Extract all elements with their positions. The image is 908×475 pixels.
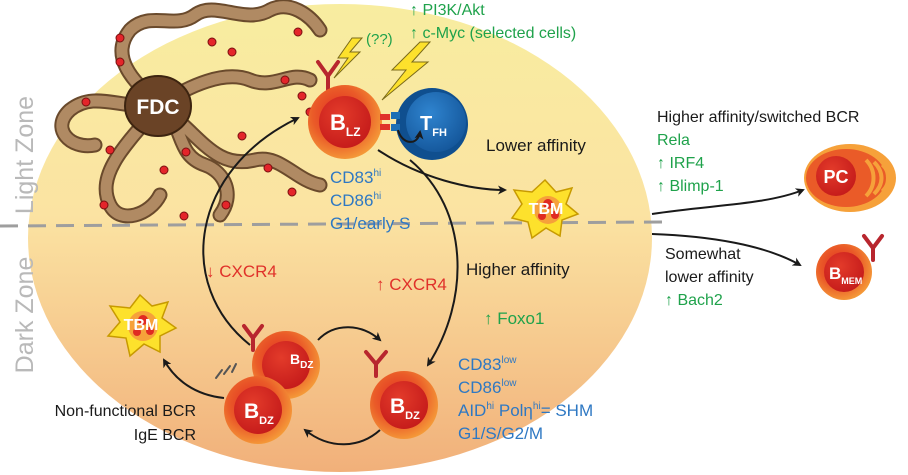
dz-cd83-label: CD83low <box>458 355 517 374</box>
b-dz-front-cell <box>224 376 292 444</box>
dz-to-lz-arrow <box>202 116 300 346</box>
b-dz-right-bcr-icon <box>364 350 388 378</box>
pc-header-label: Higher affinity/switched BCR <box>657 109 859 126</box>
higher-affinity-label: Higher affinity <box>466 260 570 279</box>
mem-header-line2: lower affinity <box>665 269 754 286</box>
dz-aid-label: AIDhi Polηhi= SHM <box>458 401 593 420</box>
question-label: (??) <box>366 31 393 48</box>
tbm-lower-label: TBM <box>124 317 159 334</box>
antigen-dots <box>81 27 315 221</box>
light-zone-label: Light Zone <box>11 96 39 214</box>
cxcr4-down-label: ↓ CXCR4 <box>206 262 277 281</box>
tbm-upper-cell <box>510 178 580 240</box>
fdc-label: FDC <box>136 96 179 119</box>
b-mem-cell <box>816 244 872 300</box>
lz-cycle-label: G1/early S <box>330 214 410 233</box>
lightning-bolt-small-icon <box>333 37 364 79</box>
tfh-label: TFH <box>420 113 447 139</box>
cmyc-label: ↑ c-Myc (selected cells) <box>410 25 576 42</box>
immune-synapse-icon <box>380 112 424 143</box>
b-dz-back-label: BDZ <box>290 351 313 371</box>
ige-bcr-label: IgE BCR <box>134 427 196 444</box>
to-tbm-lower-arrow <box>163 358 225 399</box>
lz-cd86-label: CD86hi <box>330 191 381 210</box>
pc-factor-irf4: ↑ IRF4 <box>657 155 704 172</box>
b-lz-bcr-icon <box>316 60 340 92</box>
b-dz-front-label: BDZ <box>244 400 274 427</box>
mem-header-line1: Somewhat <box>665 246 741 263</box>
lower-affinity-arrow <box>377 149 507 195</box>
to-pc-arrow <box>651 188 805 215</box>
b-lz-cell <box>308 85 382 159</box>
dz-cd86-label: CD86low <box>458 378 517 397</box>
b-lz-label: BLZ <box>330 110 361 139</box>
dark-zone-label: Dark Zone <box>11 257 39 374</box>
lz-cd83-label: CD83hi <box>330 168 381 187</box>
dz-cycle-label: G1/S/G2/M <box>458 424 543 443</box>
pc-factor-rela: Rela <box>657 132 690 149</box>
cxcr4-up-label: ↑ CXCR4 <box>376 275 447 294</box>
pc-label: PC <box>823 167 848 187</box>
b-mem-bcr-icon <box>862 234 884 262</box>
b-dz-back-bcr-icon <box>242 324 264 352</box>
to-bmem-arrow <box>651 233 802 266</box>
pc-factor-blimp1: ↑ Blimp-1 <box>657 178 724 195</box>
nonfunctional-bcr-icon <box>215 363 237 379</box>
b-dz-right-label: BDZ <box>390 395 420 422</box>
pi3k-label: ↑ PI3K/Akt <box>410 2 485 19</box>
fdc-cell <box>124 75 192 137</box>
nonfunctional-bcr-label: Non-functional BCR <box>55 403 196 420</box>
foxo1-label: ↑ Foxo1 <box>484 309 544 328</box>
mem-factor-bach2: ↑ Bach2 <box>665 292 723 309</box>
tbm-upper-label: TBM <box>529 201 564 218</box>
lz-to-dz-arrow <box>409 159 459 367</box>
dz-cycle-top-arrow <box>317 326 382 342</box>
dz-cycle-bottom-arrow <box>303 428 381 446</box>
b-dz-right-cell <box>370 371 438 439</box>
b-mem-label: BMEM <box>829 264 862 286</box>
tbm-lower-cell <box>106 293 178 358</box>
lightning-bolt-large-icon <box>381 41 432 101</box>
plasma-cell <box>804 144 896 212</box>
lower-affinity-label: Lower affinity <box>486 136 586 155</box>
